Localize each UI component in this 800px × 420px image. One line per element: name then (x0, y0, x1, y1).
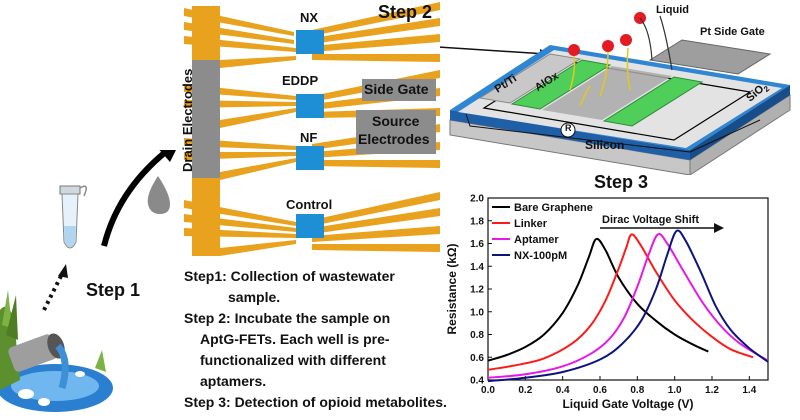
x-tick-label: 0.4 (556, 385, 570, 396)
series-line-2 (487, 232, 769, 379)
well-nx (296, 30, 324, 54)
test-tube-icon (59, 185, 87, 249)
drain-electrodes-label: Drain Electrodes (180, 68, 195, 172)
well-label-nx: NX (300, 10, 319, 25)
liquid-label: Liquid (656, 4, 689, 16)
silicon-right-face (689, 94, 791, 175)
step3-title: Step 3 (594, 172, 649, 192)
resistance-chart: 0.0 0.2 0.4 0.6 0.8 1.0 1.2 1.4 0.4 0.6 0.8 1.0 1.2 1… (445, 194, 769, 411)
step2-title: Step 2 (378, 2, 433, 22)
steps-description: Step1: Collection of wastewater sample. … (184, 266, 484, 413)
drain-label-box (192, 60, 220, 178)
silicon-label: Silicon (585, 138, 625, 152)
side-gate-label: Side Gate (364, 81, 429, 97)
x-tick-label: 0.2 (518, 385, 532, 396)
y-tick-label: 0.6 (470, 353, 484, 364)
series-line-3 (487, 229, 769, 383)
pt-side-gate-label: Pt Side Gate (700, 26, 765, 38)
x-tick-label: 1.4 (742, 385, 756, 396)
step1-text-cont: sample. (228, 289, 281, 305)
alox-bar (510, 59, 612, 110)
y-tick-label: 1.8 (470, 216, 484, 227)
liquid-lines (639, 15, 673, 71)
pointer-arrow (440, 46, 547, 55)
step2-text: Step 2: Incubate the sample on (184, 310, 391, 326)
y-tick-label: 1.4 (470, 262, 484, 273)
resistor-label: R (565, 123, 572, 133)
device-schematic (440, 12, 791, 175)
series-line-1 (487, 233, 754, 371)
chart-annotation: Dirac Voltage Shift (600, 214, 724, 233)
pipe-icon (8, 333, 69, 389)
well-label-eddp: EDDP (282, 73, 319, 88)
step2-text-cont1: AptG-FETs. Each well is pre- (200, 331, 390, 347)
aptamer-strands (569, 47, 631, 107)
chart-axes: 0.0 0.2 0.4 0.6 0.8 1.0 1.2 1.4 0.4 0.6 0.8 1.0 1.2 1… (445, 194, 769, 411)
target-molecules (568, 12, 646, 56)
dirac-shift-label: Dirac Voltage Shift (602, 214, 699, 226)
pt-side-gate (648, 39, 772, 75)
well-control (296, 214, 324, 238)
source-label-line1: Source (372, 113, 420, 129)
x-tick-label: 1.2 (705, 385, 719, 396)
series-line-0 (487, 237, 709, 362)
y-tick-label: 0.4 (470, 376, 484, 387)
x-tick-label: 0.8 (630, 385, 644, 396)
well-label-nf: NF (300, 130, 318, 145)
gate-circuit (465, 113, 761, 153)
legend-label-2: Aptamer (514, 234, 559, 246)
dotted-arrow-icon (42, 264, 68, 311)
x-tick-label: 1.0 (668, 385, 682, 396)
y-tick-label: 1.0 (470, 307, 484, 318)
y-tick-label: 2.0 (470, 194, 484, 205)
graphene-channel (542, 66, 672, 120)
electrode-chip (184, 2, 440, 256)
y-axis-label: Resistance (kΩ) (445, 244, 459, 335)
x-axis-label: Liquid Gate Voltage (V) (562, 397, 693, 411)
well-eddp (296, 94, 324, 118)
source-box (356, 110, 436, 154)
legend-label-1: Linker (514, 218, 548, 230)
x-tick-label: 0.6 (593, 385, 607, 396)
y-tick-label: 1.6 (470, 239, 484, 250)
dirac-shift-arrowhead-icon (714, 223, 724, 233)
source-label-line2: Electrodes (358, 131, 430, 147)
step2-text-cont2: functionalized with different (200, 352, 386, 368)
well-nf (296, 146, 324, 170)
silicon-front-face (449, 119, 691, 175)
step1-illustration (0, 150, 176, 412)
well-label-control: Control (286, 197, 333, 212)
right-electrode-bar (602, 76, 704, 127)
x-tick-label: 0.0 (481, 385, 495, 396)
label-boxes (192, 60, 436, 178)
legend-label-0: Bare Graphene (514, 202, 593, 214)
curved-arrow-icon (101, 150, 176, 247)
y-tick-label: 1.2 (470, 285, 484, 296)
step3-text: Step 3: Detection of opioid metabolites. (184, 394, 447, 410)
droplet-icon (147, 176, 170, 214)
sensor-wells (296, 30, 324, 238)
step1-text: Step1: Collection of wastewater (184, 268, 395, 284)
y-tick-label: 0.8 (470, 330, 484, 341)
resistor-symbol (560, 122, 576, 138)
pt-ti-electrode (478, 53, 582, 104)
step1-title: Step 1 (86, 280, 141, 300)
legend-label-3: NX-100pM (514, 250, 567, 262)
side-gate-box (362, 79, 436, 101)
step2-text-cont3: aptamers. (200, 373, 267, 389)
chart-lines (487, 229, 769, 383)
